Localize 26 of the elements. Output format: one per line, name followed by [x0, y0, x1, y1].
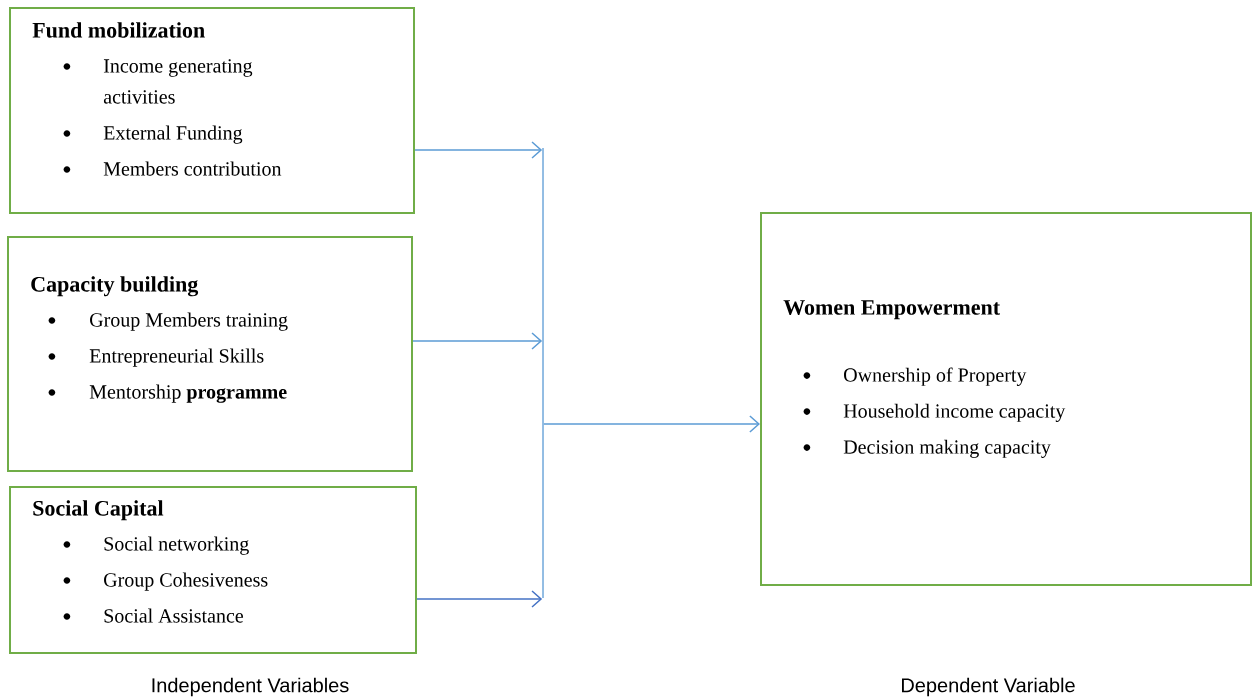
list-item: Income generating activities	[63, 59, 253, 104]
text-box	[9, 486, 417, 654]
list-item: Members contribution	[63, 161, 282, 176]
list-item: Mentorship programme	[48, 384, 287, 403]
list-item: Entrepreneurial Skills	[48, 348, 264, 367]
heading: Capacity building	[31, 276, 199, 297]
list-item: Social Assistance	[63, 608, 244, 623]
heading: Social Capital	[33, 500, 164, 521]
arrow	[414, 141, 543, 159]
axis-caption: Dependent Variable	[902, 677, 1075, 697]
list-item: Household income capacity	[803, 403, 1066, 422]
text-box	[9, 7, 415, 214]
text-box	[7, 236, 413, 472]
list-item: Ownership of Property	[803, 367, 1027, 386]
heading: Women Empowerment	[783, 300, 1000, 320]
list-item: Decision making capacity	[803, 439, 1051, 458]
list-item: External Funding	[63, 125, 243, 144]
heading: Fund mobilization	[32, 22, 205, 38]
list-item: Group Members training	[48, 312, 288, 331]
list-item: Group Cohesiveness	[63, 572, 268, 591]
arrow	[543, 415, 760, 433]
list-item: Social networking	[63, 536, 249, 555]
arrow	[412, 332, 543, 350]
arrow	[416, 590, 543, 608]
axis-caption: Independent Variables	[152, 677, 349, 697]
text-box	[760, 212, 1252, 586]
